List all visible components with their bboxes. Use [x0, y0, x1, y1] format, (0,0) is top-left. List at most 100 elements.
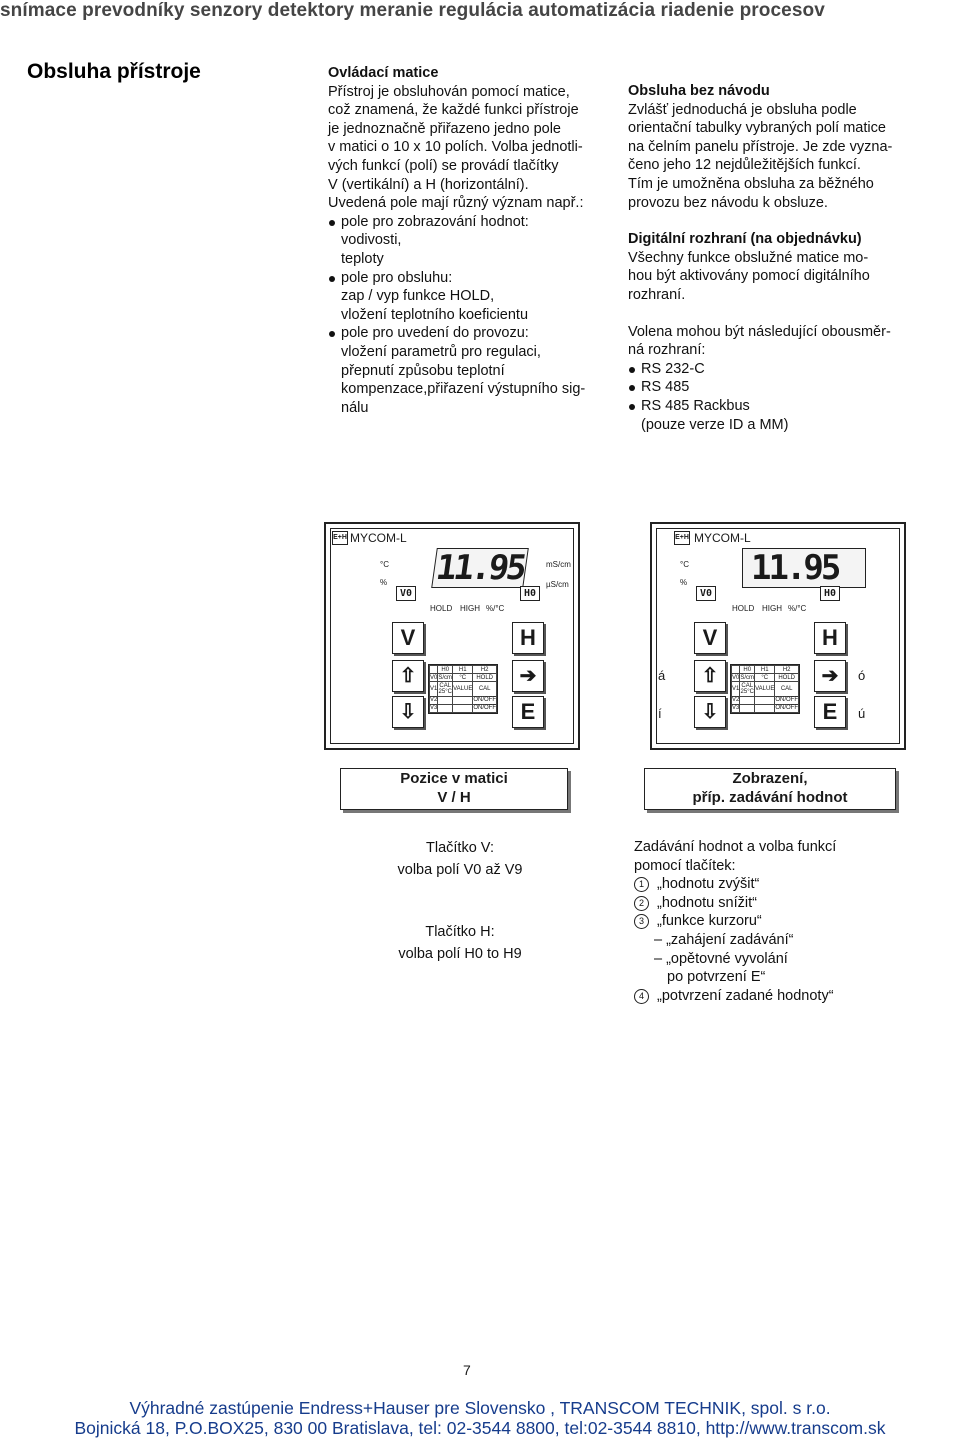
- bullet-note: (pouze verze ID a MM): [641, 416, 789, 433]
- heading-digitalni-rozhrani: Digitální rozhraní (na objednávku): [628, 231, 862, 248]
- mark-o: ó: [858, 668, 866, 683]
- paragraph-line: Přístroj je obsluhován pomocí matice,: [328, 83, 570, 100]
- arrow-up-icon: ⇧: [701, 665, 719, 687]
- callout-pozice: Pozice v matici V / H: [340, 768, 568, 810]
- cursor-button[interactable]: ➔: [512, 660, 544, 692]
- mark-a: á: [658, 668, 666, 683]
- caption-sub: – „zahájení zadávání“: [654, 931, 794, 948]
- arrow-right-icon: ➔: [519, 665, 537, 687]
- bullet-item: RS 485: [628, 378, 928, 397]
- device-panel-left: E+H MYCOM-L °C % 11.95 mS/cm µS/cm V0 H0…: [324, 522, 580, 750]
- bullet-subline: vodivosti,: [341, 232, 402, 249]
- arrow-down-icon: ⇩: [399, 701, 417, 723]
- paragraph-line: Uvedená pole mají různý význam např.:: [328, 195, 584, 212]
- label-hold: HOLD: [732, 604, 755, 613]
- paragraph-line: V (vertikální) a H (horizontální).: [328, 176, 529, 193]
- caption-intro: pomocí tlačítek:: [634, 857, 736, 874]
- mark-u: ú: [858, 706, 866, 721]
- arrow-right-icon: ➔: [821, 665, 839, 687]
- arrow-down-icon: ⇩: [701, 701, 719, 723]
- bullet-subline: vložení teplotního koeficientu: [341, 306, 529, 323]
- paragraph-line: vých funkcí (polí) se provádí tlačítky: [328, 157, 559, 174]
- bullet-subline: nálu: [341, 399, 369, 416]
- banner: snímace prevodníky senzory detektory mer…: [0, 0, 825, 21]
- unit-ms: mS/cm: [546, 560, 571, 569]
- callout-line: Zobrazení,: [732, 770, 808, 787]
- paragraph-line: rozhraní.: [628, 286, 686, 303]
- unit-percent: %: [380, 578, 388, 587]
- unit-us: µS/cm: [546, 580, 569, 589]
- callout-line: V / H: [437, 789, 471, 806]
- footer-line-2: Bojnická 18, P.O.BOX25, 830 00 Bratislav…: [74, 1418, 886, 1438]
- unit-percent: %: [680, 578, 688, 587]
- paragraph-line: je jednoznačně přiřazeno jedno pole: [328, 120, 561, 137]
- lcd-display: 11.95: [431, 548, 529, 588]
- v-field-display: V0: [696, 586, 717, 601]
- plus-button[interactable]: ⇧: [694, 660, 726, 692]
- v-button[interactable]: V: [694, 622, 726, 654]
- bullet-item: pole pro zobrazování hodnot:: [328, 213, 618, 232]
- bullet-subline: vložení parametrů pro regulaci,: [341, 343, 541, 360]
- label-hold: HOLD: [430, 604, 453, 613]
- caption-item-1: 1„hodnotu zvýšit“: [634, 875, 934, 894]
- callout-line: příp. zadávání hodnot: [692, 789, 848, 806]
- paragraph-line: Všechny funkce obslužné matice mo-: [628, 249, 869, 266]
- caption-sub: – „opětovné vyvolání: [654, 950, 788, 967]
- caption-v: Tlačítko V: volba polí V0 až V9: [360, 838, 560, 880]
- minus-button[interactable]: ⇩: [392, 696, 424, 728]
- footer-line-1: Výhradné zastúpenie Endress+Hauser pre S…: [129, 1398, 831, 1418]
- e-button[interactable]: E: [512, 696, 544, 728]
- caption-item-4: 4„potvrzení zadané hodnoty“: [634, 987, 934, 1006]
- bullet-item: pole pro uvedení do provozu:: [328, 324, 618, 343]
- caption-h: Tlačítko H: volba polí H0 to H9: [360, 922, 560, 964]
- caption-v-text: volba polí V0 až V9: [397, 862, 523, 878]
- callout-line: Pozice v matici: [400, 770, 508, 787]
- column-right: Obsluha bez návodu Zvlášť jednoduchá je …: [628, 82, 928, 434]
- bullet-subline: kompenzace,přiřazení výstupního sig-: [341, 381, 586, 398]
- bullet-subline: zap / vyp funkce HOLD,: [341, 288, 495, 305]
- bullet-item: RS 485 Rackbus: [628, 397, 928, 416]
- h-button[interactable]: H: [512, 622, 544, 654]
- minus-button[interactable]: ⇩: [694, 696, 726, 728]
- caption-item-2: 2„hodnotu snížit“: [634, 894, 934, 913]
- paragraph-line: hou být aktivovány pomocí digitálního: [628, 268, 870, 285]
- paragraph-line: orientační tabulky vybraných polí matice: [628, 120, 886, 137]
- e-button[interactable]: E: [814, 696, 846, 728]
- unit-deg-c: °C: [380, 560, 389, 569]
- label-high: HIGH: [762, 604, 782, 613]
- label-percent-degc: %/°C: [486, 604, 505, 613]
- caption-h-title: Tlačítko H:: [425, 924, 495, 940]
- heading-ovladaci-matice: Ovládací matice: [328, 65, 439, 81]
- page-title: Obsluha přístroje: [27, 60, 201, 83]
- mark-i: í: [658, 706, 662, 721]
- h-field-display: H0: [520, 586, 541, 601]
- heading-obsluha-bez-navodu: Obsluha bez návodu: [628, 83, 770, 99]
- paragraph-line: na čelním panelu přístroje. Je zde vyzna…: [628, 138, 893, 155]
- plus-button[interactable]: ⇧: [392, 660, 424, 692]
- column-left: Ovládací matice Přístroj je obsluhován p…: [328, 64, 618, 417]
- model-name: MYCOM-L: [694, 531, 751, 545]
- caption-v-title: Tlačítko V:: [426, 840, 494, 856]
- h-button[interactable]: H: [814, 622, 846, 654]
- label-percent-degc: %/°C: [788, 604, 807, 613]
- v-button[interactable]: V: [392, 622, 424, 654]
- arrow-up-icon: ⇧: [399, 665, 417, 687]
- bullet-subline: teploty: [341, 250, 384, 267]
- logo: E+H: [332, 531, 348, 545]
- unit-deg-c: °C: [680, 560, 689, 569]
- cursor-button[interactable]: ➔: [814, 660, 846, 692]
- paragraph-line: čeno jeho 12 nejdůležitějších funkcí.: [628, 157, 861, 174]
- paragraph-line: což znamená, že každé funkci přístroje: [328, 102, 579, 119]
- paragraph-line: ná rozhraní:: [628, 342, 706, 359]
- bullet-item: RS 232-C: [628, 360, 928, 379]
- label-high: HIGH: [460, 604, 480, 613]
- paragraph-line: Zvlášť jednoduchá je obsluha podle: [628, 101, 857, 118]
- paragraph-line: provozu bez návodu k obsluze.: [628, 194, 828, 211]
- model-name: MYCOM-L: [350, 531, 407, 545]
- paragraph-line: v matici o 10 x 10 polích. Volba jednotl…: [328, 139, 583, 156]
- caption-keys: Zadávání hodnot a volba funkcí pomocí tl…: [634, 838, 934, 1005]
- v-field-display: V0: [396, 586, 417, 601]
- caption-h-text: volba polí H0 to H9: [398, 946, 522, 962]
